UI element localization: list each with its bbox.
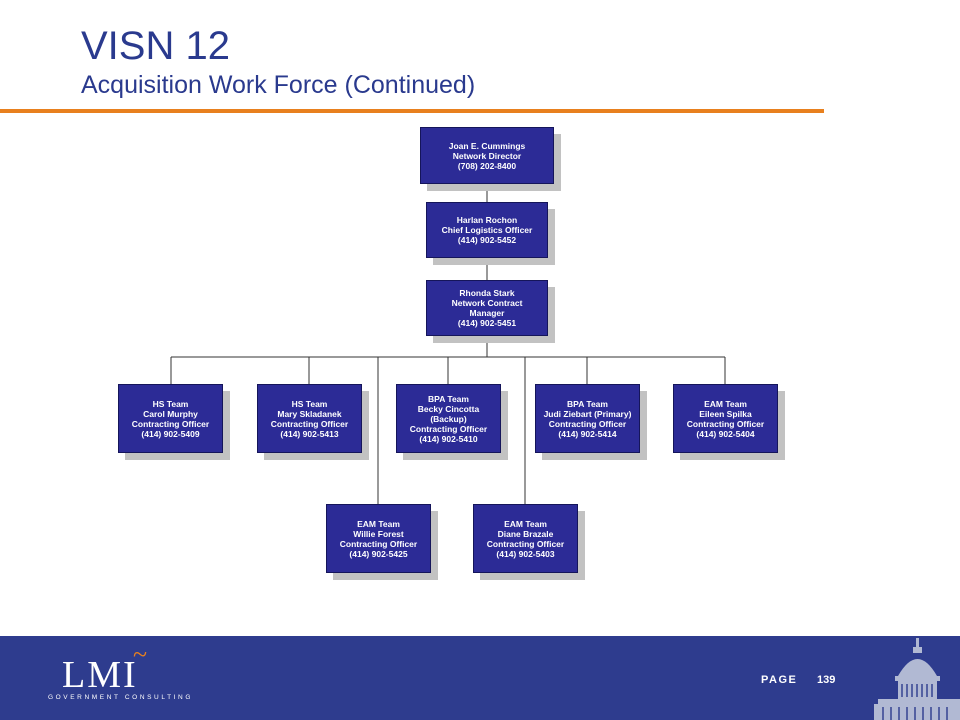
slide-title: VISN 12: [81, 24, 230, 68]
node-role: Network Director: [452, 150, 522, 161]
node-phone: (414) 902-5451: [457, 318, 517, 328]
node-name: Eileen Spilka: [699, 408, 752, 419]
org-node-bpa-team-ziebart: BPA Team Judi Ziebart (Primary) Contract…: [535, 384, 640, 453]
node-phone: (414) 902-5414: [558, 428, 617, 439]
logo-tilde-mark: ~: [133, 640, 148, 669]
node-name: Judi Ziebart (Primary): [543, 408, 632, 419]
footer-band: LMI ~ GOVERNMENT CONSULTING PAGE 139: [0, 636, 960, 720]
node-team: BPA Team: [428, 393, 469, 404]
node-team: HS Team: [291, 398, 328, 409]
node-name: Rhonda Stark: [459, 288, 515, 298]
node-role: Contracting Officer: [548, 418, 627, 429]
capitol-dome-icon: [874, 638, 960, 720]
org-node-eam-team-forest: EAM Team Willie Forest Contracting Offic…: [326, 504, 431, 573]
page-label: PAGE: [761, 674, 798, 686]
node-role: Manager: [469, 308, 505, 318]
node-phone: (414) 902-5413: [280, 428, 339, 439]
node-phone: (414) 902-5403: [496, 548, 555, 559]
lmi-logo: LMI: [62, 654, 138, 696]
org-node-eam-team-spilka: EAM Team Eileen Spilka Contracting Offic…: [673, 384, 778, 453]
node-phone: (414) 902-5425: [349, 548, 408, 559]
page-number: 139: [817, 674, 836, 686]
title-divider: [0, 109, 824, 113]
org-node-hs-team-murphy: HS Team Carol Murphy Contracting Officer…: [118, 384, 223, 453]
node-team: EAM Team: [704, 398, 747, 409]
org-node-eam-team-brazale: EAM Team Diane Brazale Contracting Offic…: [473, 504, 578, 573]
org-node-network-director: Joan E. Cummings Network Director (708) …: [420, 127, 554, 184]
node-phone: (708) 202-8400: [457, 160, 517, 171]
logo-tagline: GOVERNMENT CONSULTING: [48, 694, 194, 701]
node-team: BPA Team: [567, 398, 608, 409]
org-node-network-contract-manager: Rhonda Stark Network Contract Manager (4…: [426, 280, 548, 336]
org-node-bpa-team-cincotta: BPA Team Becky Cincotta (Backup) Contrac…: [396, 384, 501, 453]
node-role: Contracting Officer: [270, 418, 349, 429]
node-phone: (414) 902-5404: [696, 428, 755, 439]
org-node-hs-team-skladanek: HS Team Mary Skladanek Contracting Offic…: [257, 384, 362, 453]
node-name: Willie Forest: [353, 528, 404, 539]
node-note: (Backup): [430, 413, 467, 424]
node-role: Contracting Officer: [486, 538, 565, 549]
node-role: Contracting Officer: [131, 418, 210, 429]
node-role: Contracting Officer: [409, 423, 488, 434]
slide-subtitle: Acquisition Work Force (Continued): [81, 71, 476, 99]
node-name: Joan E. Cummings: [448, 140, 526, 151]
node-name: Carol Murphy: [143, 408, 198, 419]
node-name: Mary Skladanek: [277, 408, 342, 419]
node-team: HS Team: [152, 398, 189, 409]
node-role: Contracting Officer: [686, 418, 765, 429]
node-phone: (414) 902-5410: [419, 433, 478, 444]
org-node-chief-logistics-officer: Harlan Rochon Chief Logistics Officer (4…: [426, 202, 548, 258]
node-team: EAM Team: [357, 518, 400, 529]
node-team: EAM Team: [504, 518, 547, 529]
node-name: Diane Brazale: [497, 528, 554, 539]
node-phone: (414) 902-5409: [141, 428, 200, 439]
node-role: Contracting Officer: [339, 538, 418, 549]
node-role: Network Contract: [451, 298, 523, 308]
node-name: Becky Cincotta: [417, 403, 480, 414]
node-role: Chief Logistics Officer: [441, 225, 533, 235]
node-phone: (414) 902-5452: [457, 235, 517, 245]
node-name: Harlan Rochon: [456, 215, 518, 225]
